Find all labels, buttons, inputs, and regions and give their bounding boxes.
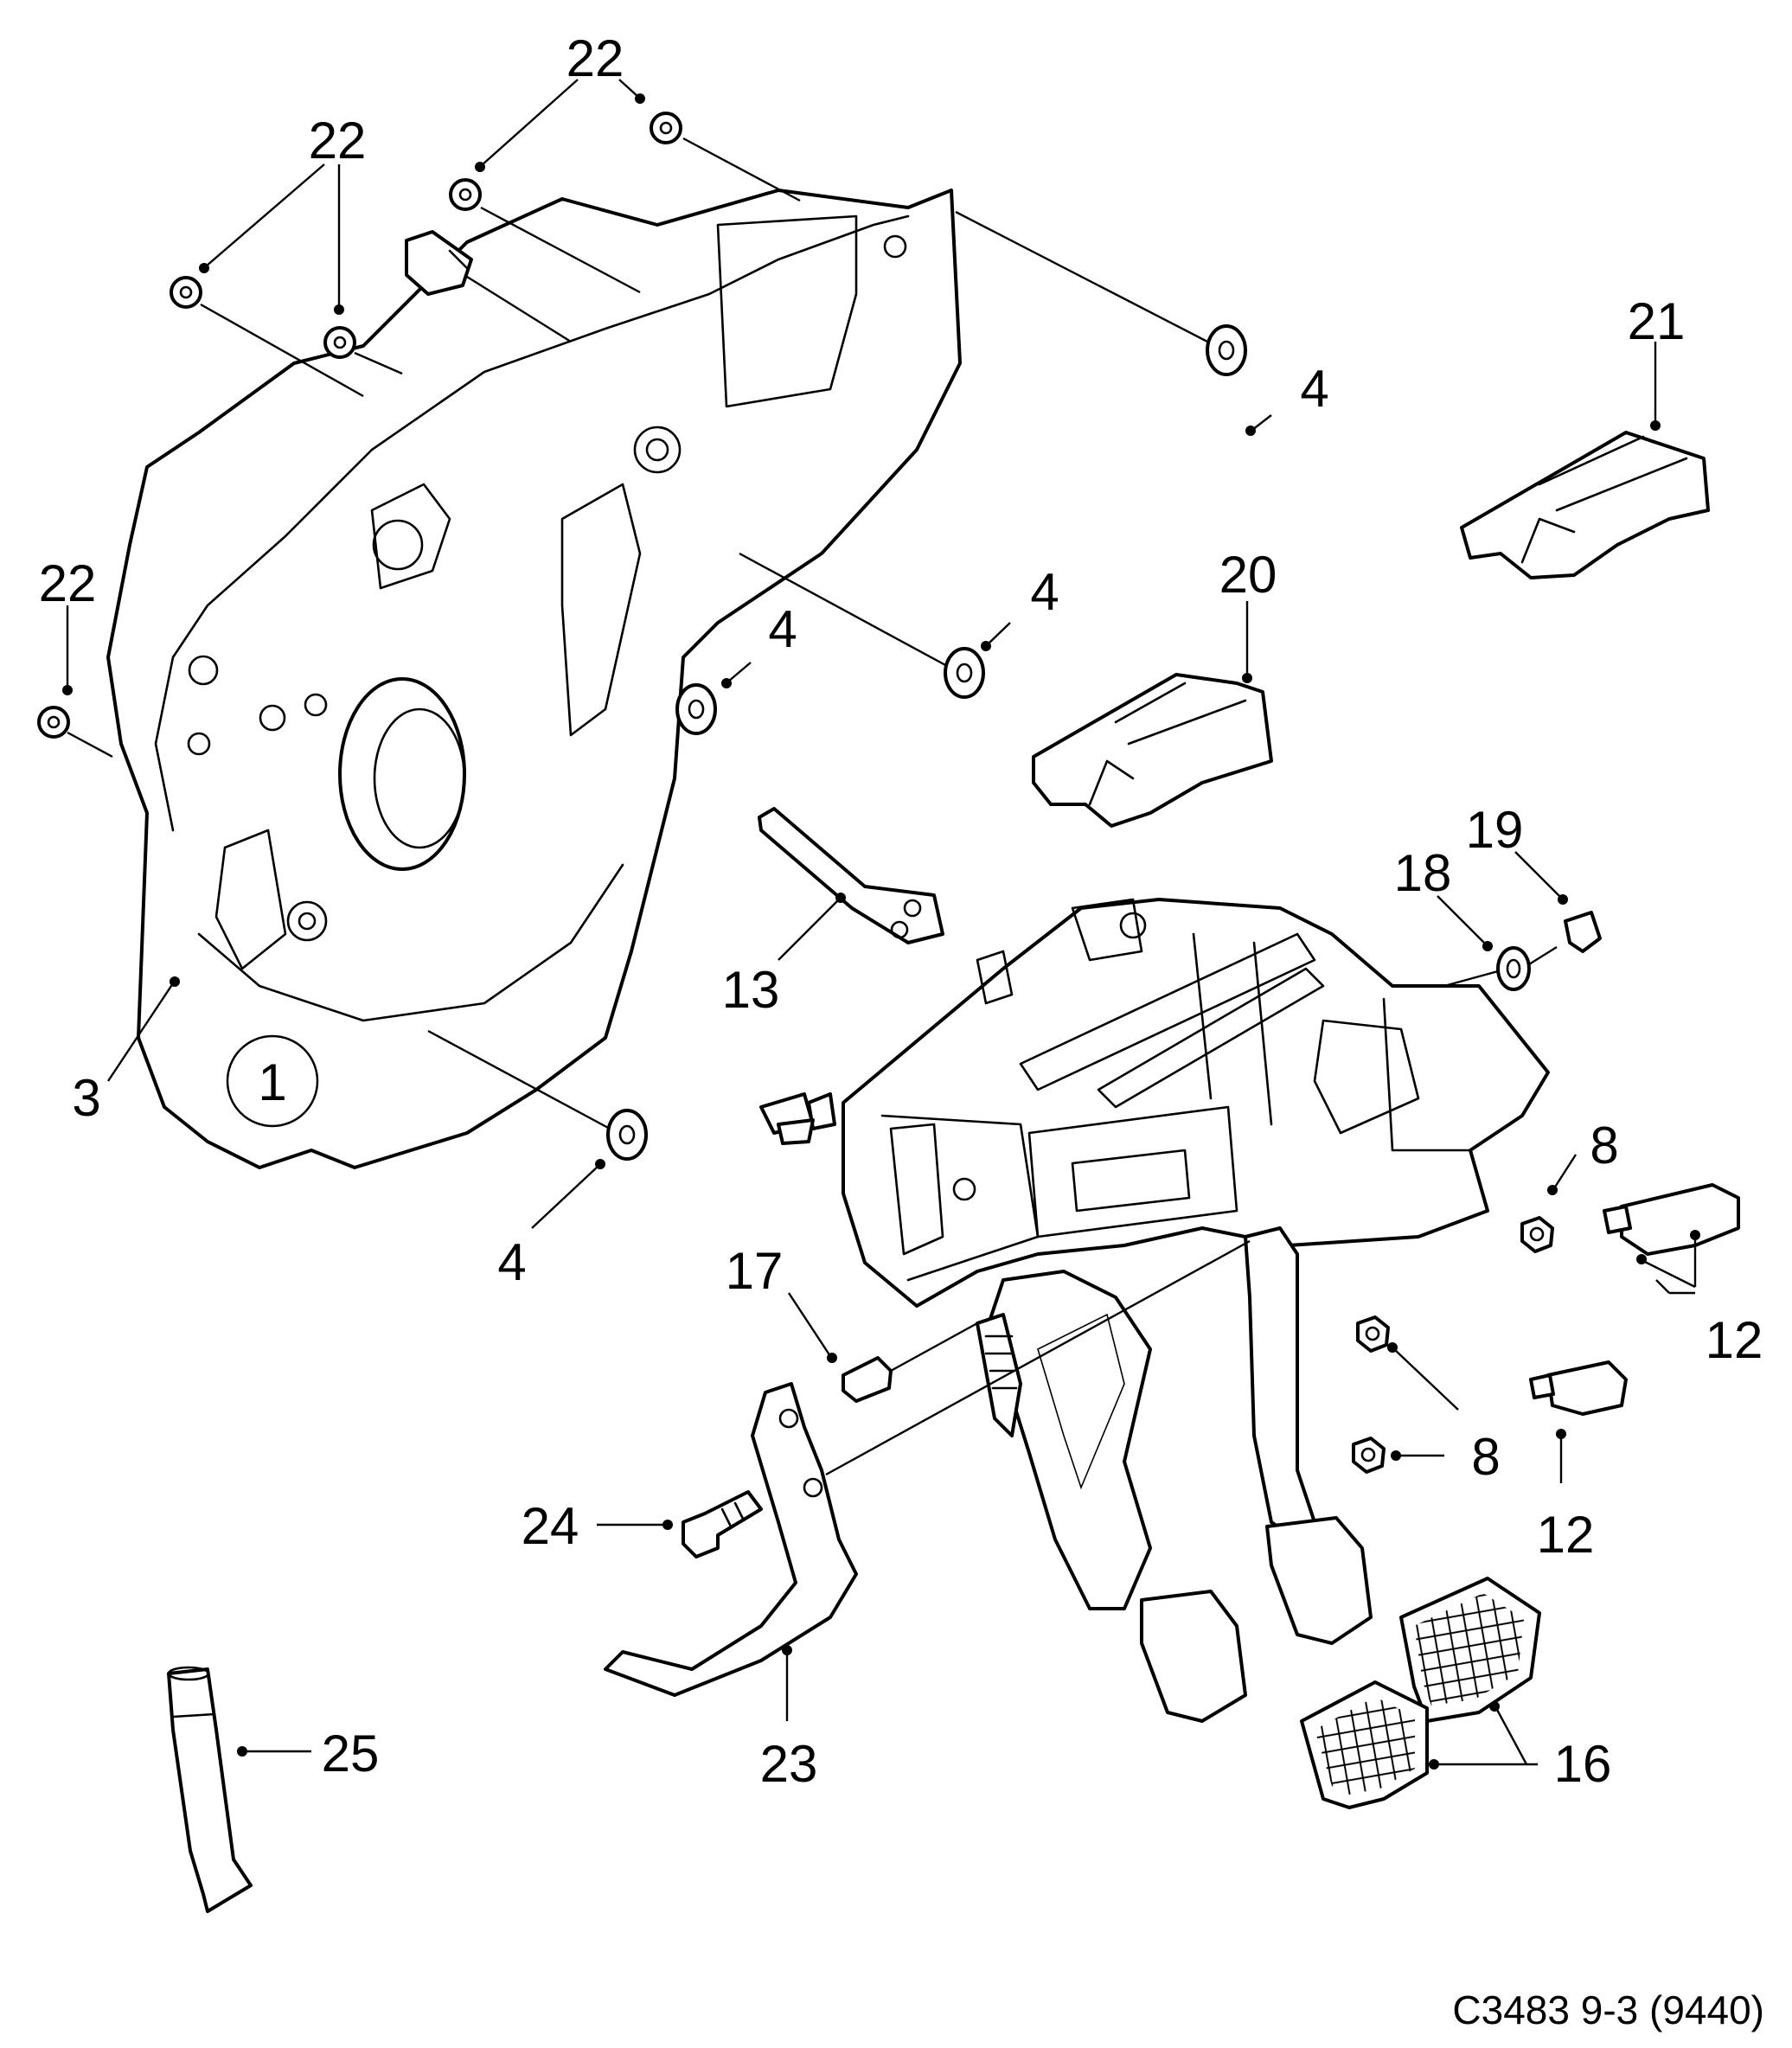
clip-22-a xyxy=(650,112,801,202)
nut-8-b xyxy=(1356,1315,1390,1353)
leader-lines xyxy=(62,79,1700,1770)
grommet-4-b xyxy=(739,552,985,699)
callout-1: 1 xyxy=(258,1053,286,1111)
bulkhead-panel-part xyxy=(106,189,962,1169)
clip-22-b xyxy=(449,178,641,294)
nut-8-a xyxy=(1520,1216,1554,1253)
callout-18: 18 xyxy=(1394,844,1452,902)
callout-22-a: 22 xyxy=(566,29,624,87)
grommet-4-d xyxy=(427,1029,648,1161)
brake-pedal-arm xyxy=(984,1270,1247,1723)
nut-8-c xyxy=(1352,1437,1386,1474)
bracket-part-20 xyxy=(1032,673,1273,828)
callout-24: 24 xyxy=(522,1497,579,1555)
bracket-part-21 xyxy=(1460,431,1710,579)
grommet-4-a xyxy=(955,210,1247,376)
callout-19: 19 xyxy=(1466,801,1524,859)
pedal-box-assembly xyxy=(759,898,1550,1308)
support-bracket-part-23 xyxy=(604,1239,1251,1697)
clip-22-d xyxy=(37,706,113,758)
callout-16: 16 xyxy=(1554,1735,1612,1793)
callout-8-b: 8 xyxy=(1471,1428,1500,1486)
push-pin-clip xyxy=(405,230,572,343)
clip-part-19 xyxy=(1564,911,1602,953)
callout-1-circle xyxy=(226,1034,319,1128)
callout-23: 23 xyxy=(760,1735,818,1793)
grommet-4-c xyxy=(675,683,717,735)
callout-21: 21 xyxy=(1628,292,1686,350)
callout-3: 3 xyxy=(72,1069,100,1127)
clip-22-c xyxy=(170,276,403,398)
pedal-rubber-pad-b xyxy=(1300,1680,1429,1809)
diagram-code: C3483 9-3 (9440) xyxy=(1452,1987,1764,2032)
bolt-part-24 xyxy=(682,1490,763,1558)
linkage-cable xyxy=(976,1313,1022,1437)
callout-4-d: 4 xyxy=(497,1233,526,1291)
callout-22-b: 22 xyxy=(309,112,367,170)
clutch-pedal-arm xyxy=(1244,1226,1373,1645)
pedal-rubber-pad-a xyxy=(1399,1577,1541,1723)
callout-22-c: 22 xyxy=(39,554,97,612)
callout-8-a: 8 xyxy=(1590,1117,1618,1174)
switch-12-a xyxy=(1603,1183,1740,1256)
callout-4-a: 4 xyxy=(1300,360,1328,418)
callout-4-b: 4 xyxy=(1030,563,1059,621)
pushrod-part-13 xyxy=(758,807,944,944)
pin-part-17 xyxy=(842,1322,978,1403)
callout-20: 20 xyxy=(1219,546,1277,604)
callout-13: 13 xyxy=(722,961,780,1019)
callout-12-b: 12 xyxy=(1537,1506,1595,1564)
callout-4-c: 4 xyxy=(768,600,797,658)
callout-17: 17 xyxy=(726,1242,784,1300)
switch-12-b xyxy=(1529,1360,1628,1416)
callout-12-a: 12 xyxy=(1706,1311,1763,1369)
callout-25: 25 xyxy=(322,1725,380,1782)
sleeve-part-25 xyxy=(167,1666,253,1913)
washer-part-18 xyxy=(1443,945,1558,991)
